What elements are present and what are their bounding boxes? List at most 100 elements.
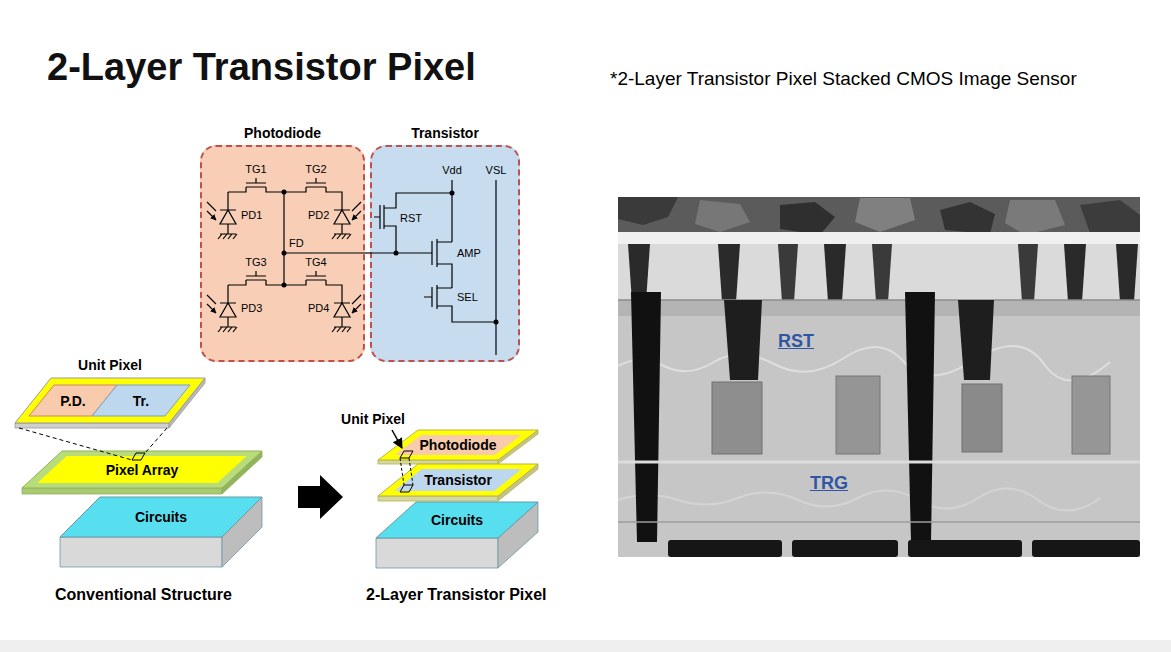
photodiode-circuit (284, 178, 342, 210)
signal-name: TG1 (245, 163, 266, 175)
transition-arrow (298, 475, 343, 519)
tem-micrograph (1064, 244, 1086, 302)
signal-name: TG2 (305, 163, 326, 175)
signal-name: TG3 (245, 256, 266, 268)
layer-label: Pixel Array (106, 462, 179, 478)
pixel-array-layer: Pixel Array (22, 451, 262, 494)
photodiode-circuit (218, 192, 237, 239)
circuits-layer-front (60, 537, 222, 567)
tem-micrograph (1080, 200, 1140, 235)
transistor-layer: Transistor (378, 464, 538, 501)
unit-pixel-leader (392, 430, 402, 448)
photodiode-layer-inner (395, 435, 522, 455)
tem-micrograph (618, 197, 678, 225)
tem-micrograph (872, 244, 892, 302)
node-name: FD (289, 237, 304, 249)
pixel-array-layer-top (22, 451, 262, 488)
unit-pixel-front (15, 423, 169, 428)
photodiode-circuit (207, 202, 216, 220)
bottom-bar (0, 640, 1171, 652)
transistor-layer-front (378, 496, 498, 501)
tem-micrograph (836, 376, 880, 454)
photodiode-circuit (352, 295, 361, 313)
part-name: PD3 (241, 302, 262, 314)
figure-caption: Conventional Structure (55, 586, 232, 604)
tem-micrograph (940, 202, 995, 234)
transistor-layer-inner (394, 469, 522, 491)
tem-micrograph (905, 292, 935, 542)
part-name: PD1 (241, 209, 262, 221)
circuits-layer-shape (376, 502, 538, 568)
photodiode-circuit (332, 303, 351, 332)
tem-micrograph (718, 244, 740, 302)
circuits-layer: Circuits (60, 497, 262, 567)
tem-micrograph (618, 521, 1140, 523)
tem-micrograph (1072, 376, 1110, 454)
layer-label: Circuits (135, 509, 187, 525)
tem-micrograph (908, 540, 1022, 557)
circuits-layer-top (376, 502, 538, 538)
transistor-circuit (374, 180, 496, 355)
tem-micrograph (618, 346, 1110, 381)
connector (365, 253, 370, 254)
tem-micrograph (780, 202, 835, 235)
transistor-area: Tr. (92, 385, 190, 416)
connector-line (365, 252, 370, 253)
tem-micrograph (724, 300, 762, 380)
callout-label: Unit Pixel (341, 411, 405, 427)
tem-micrograph (618, 197, 1140, 557)
unit-pixel-leader (400, 458, 413, 485)
unit-pixel-mark (400, 451, 413, 458)
photodiode-layer-top (378, 430, 538, 460)
photodiode-circuit (332, 210, 351, 239)
tem-micrograph (962, 384, 1002, 452)
junction-dot (282, 283, 287, 288)
part-name: PD4 (308, 302, 329, 314)
junction-dot (282, 251, 287, 256)
region-heading: Transistor (411, 125, 479, 141)
photodiode-circuit (284, 252, 432, 253)
text-holder: Tr. (92, 385, 190, 416)
transistor-circuit (432, 239, 452, 288)
photodiode-circuit (284, 271, 342, 303)
figure-caption: 2-Layer Transistor Pixel (366, 586, 547, 604)
subtitle: *2-Layer Transistor Pixel Stacked CMOS I… (610, 68, 1077, 90)
micrograph-label: TRG (810, 473, 848, 494)
pixel-array-layer-inner (37, 456, 246, 483)
transistor-area-face (92, 385, 190, 416)
tem-micrograph (695, 200, 750, 232)
layer-label: P.D. (60, 393, 85, 409)
text-holder: Transistor (378, 464, 538, 496)
tem-micrograph (1018, 244, 1038, 302)
layer-label: Transistor (424, 472, 492, 488)
transistor-circuit (374, 193, 452, 253)
photodiode-circuit (352, 202, 361, 220)
tem-micrograph (792, 540, 898, 557)
tem-micrograph (618, 488, 1100, 510)
text-holder: Photodiode (202, 124, 363, 142)
tem-micrograph (668, 540, 782, 557)
tem-micrograph (631, 292, 661, 542)
bottom-bar (0, 640, 1171, 652)
photodiode-circuit (207, 295, 216, 313)
tem-micrograph (855, 198, 915, 232)
circuits-layer-front (376, 538, 498, 568)
tem-micrograph (618, 461, 1140, 464)
circuits-layer-shape (60, 497, 262, 567)
connector-line (19, 428, 132, 460)
photodiode-circuit (218, 285, 237, 332)
region-heading: Unit Pixel (78, 357, 142, 373)
pixel-array-layer-front (22, 488, 222, 494)
tem-micrograph (712, 382, 762, 454)
junction-dot (282, 190, 287, 195)
slide-title: 2-Layer Transistor Pixel (47, 46, 476, 89)
part-name: PD2 (308, 209, 329, 221)
connector (19, 428, 167, 460)
transistor-circuit (424, 285, 496, 322)
photodiode-layer: Photodiode (378, 430, 538, 464)
tem-micrograph (1032, 540, 1140, 557)
tem-micrograph (778, 244, 798, 302)
layer-label: Photodiode (420, 437, 497, 453)
